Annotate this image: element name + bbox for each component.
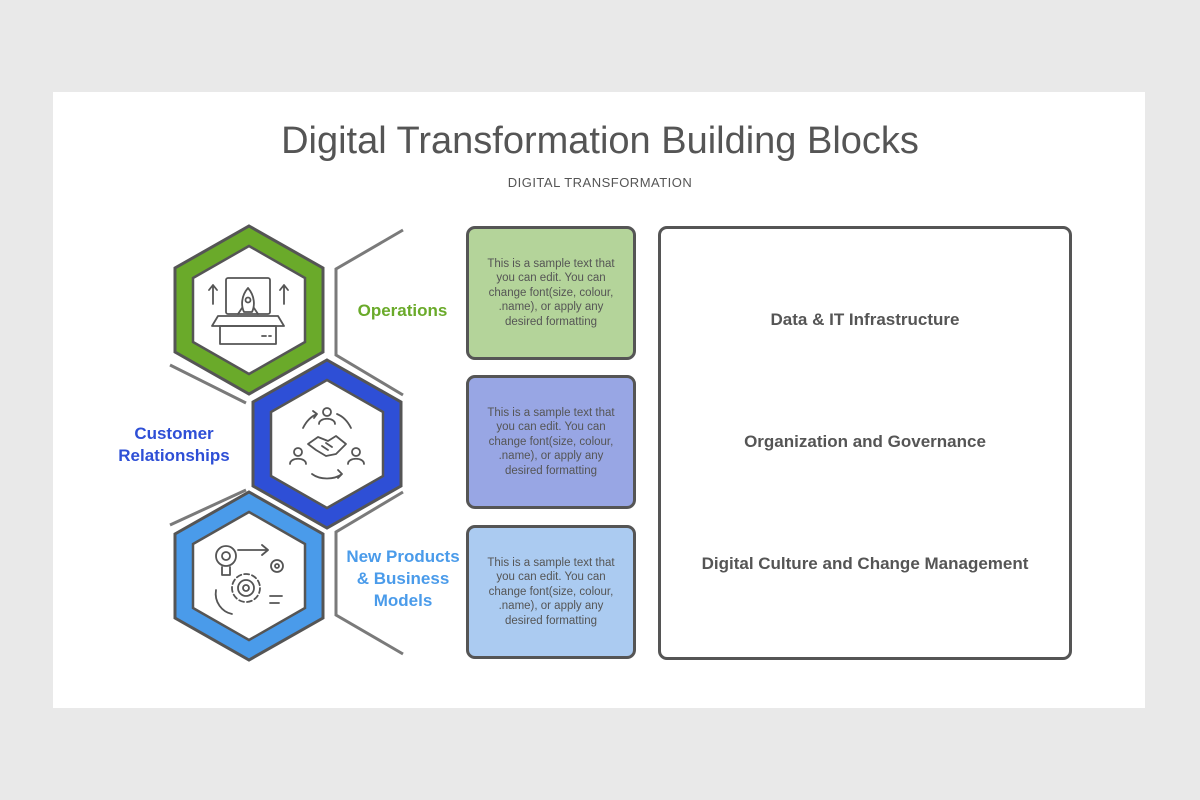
text-box-text: This is a sample text that you can edit.… [487, 257, 615, 328]
foundation-panel [658, 226, 1072, 660]
text-box-text: This is a sample text that you can edit.… [487, 556, 615, 627]
panel-item-culture: Digital Culture and Change Management [701, 554, 1029, 573]
text-box-text: This is a sample text that you can edit.… [487, 406, 615, 477]
rocket-box-icon [208, 277, 289, 345]
handshake-people-icon [289, 407, 365, 480]
page-subtitle: DIGITAL TRANSFORMATION [507, 175, 693, 190]
text-box-customer-relationships[interactable]: This is a sample text that you can edit.… [466, 375, 636, 509]
connector-lines [169, 228, 404, 656]
idea-gear-icon [214, 544, 284, 615]
hex-new-products [173, 490, 325, 662]
text-box-new-products[interactable]: This is a sample text that you can edit.… [466, 525, 636, 659]
hex-operations [173, 224, 325, 396]
page-title: Digital Transformation Building Blocks [281, 120, 919, 162]
label-operations: Operations [357, 301, 448, 320]
panel-item-data-it: Data & IT Infrastructure [770, 310, 960, 329]
label-customer-relationships: Customer Relationships [118, 424, 230, 465]
panel-item-governance: Organization and Governance [744, 432, 986, 451]
label-new-products: New Products & Business Models [346, 547, 460, 610]
text-box-operations[interactable]: This is a sample text that you can edit.… [466, 226, 636, 360]
